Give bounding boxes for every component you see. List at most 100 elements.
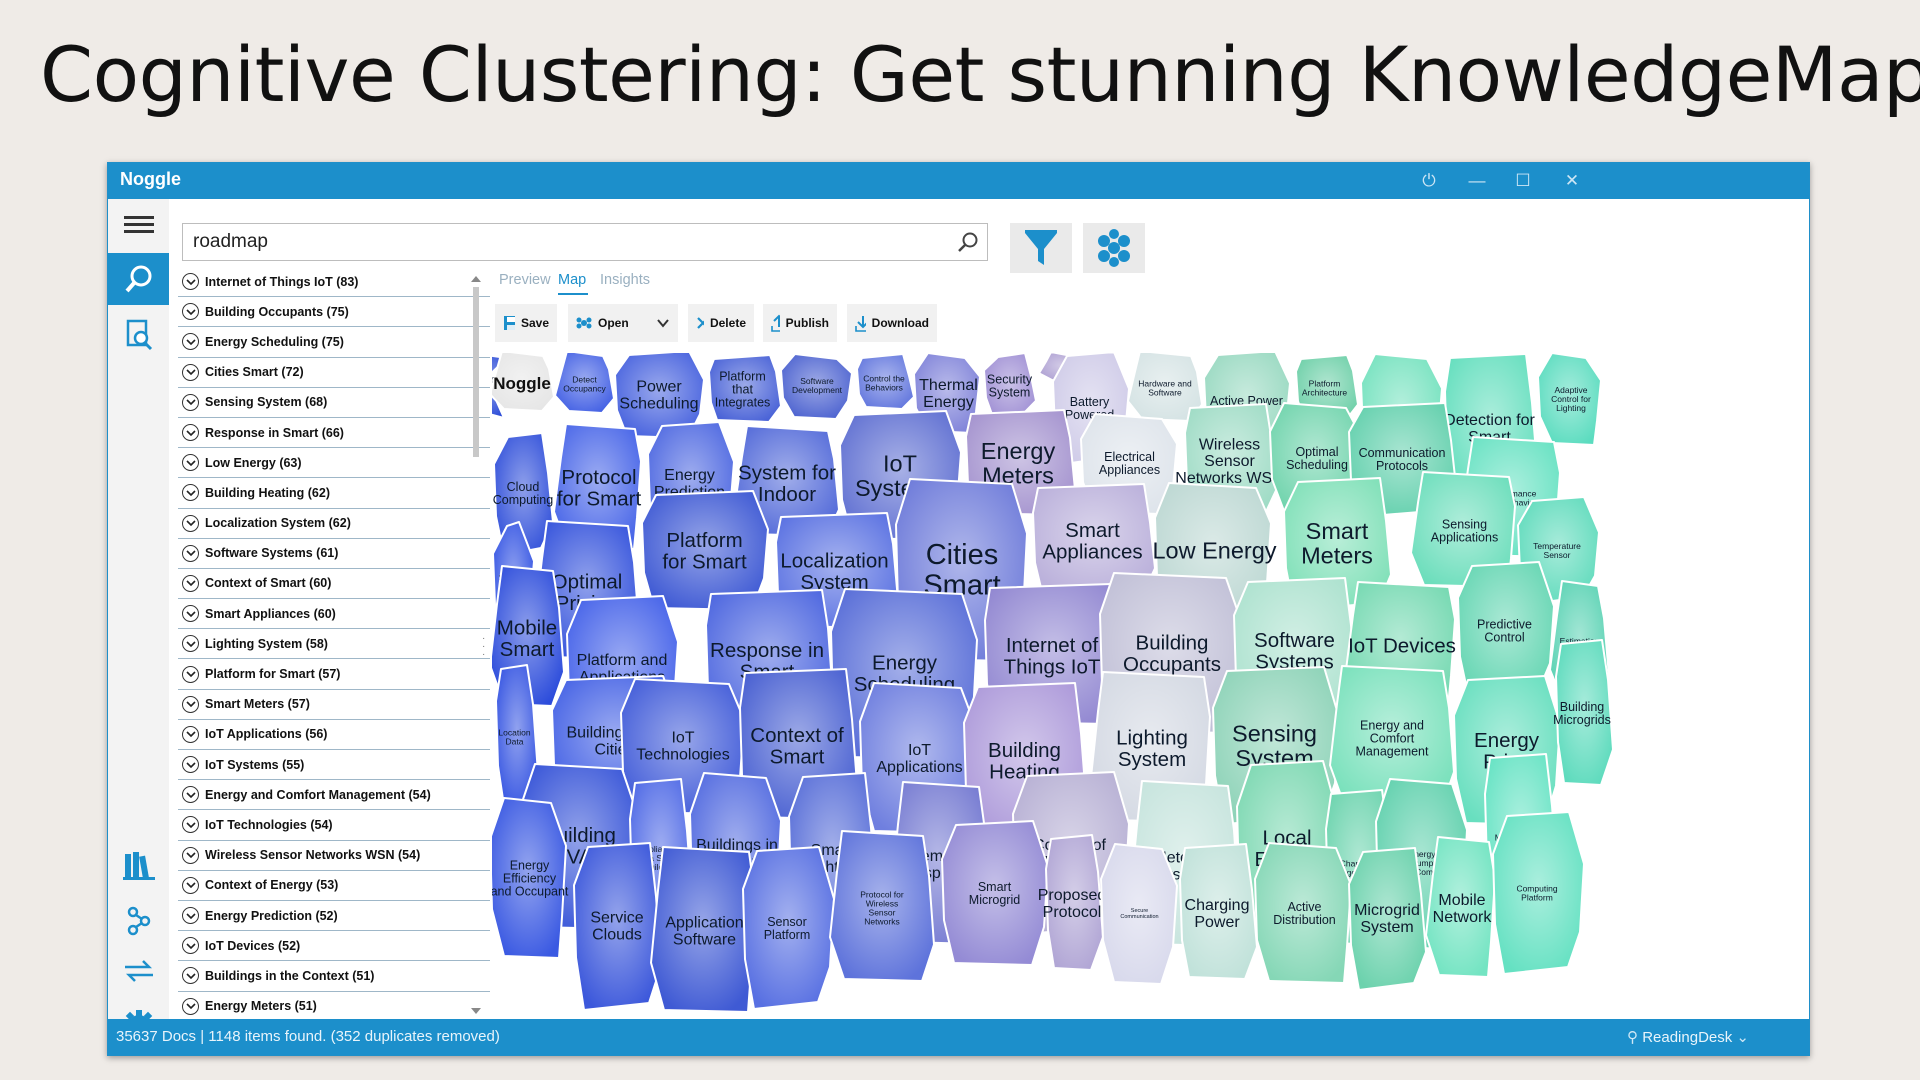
expand-chevron-icon[interactable]: [182, 816, 199, 834]
search-icon[interactable]: [957, 231, 979, 253]
topic-list-scrollbar[interactable]: [470, 275, 482, 1015]
topic-list-item[interactable]: Localization System (62): [178, 509, 490, 539]
expand-chevron-icon[interactable]: [182, 786, 199, 804]
close-icon[interactable]: ✕: [1564, 171, 1580, 190]
expand-chevron-icon[interactable]: [182, 846, 199, 864]
topic-list-item[interactable]: Context of Energy (53): [178, 871, 490, 901]
topic-list-item[interactable]: IoT Systems (55): [178, 750, 490, 781]
expand-chevron-icon[interactable]: [182, 665, 199, 683]
expand-chevron-icon[interactable]: [182, 876, 199, 894]
expand-chevron-icon[interactable]: [182, 303, 199, 321]
expand-chevron-icon[interactable]: [182, 514, 199, 532]
topic-list-item[interactable]: IoT Devices (52): [178, 931, 490, 962]
search-box[interactable]: [182, 223, 988, 261]
topic-list-item[interactable]: Cities Smart (72): [178, 358, 490, 388]
search-nav-icon[interactable]: [108, 253, 169, 305]
expand-chevron-icon[interactable]: [182, 695, 199, 713]
topic-list-item[interactable]: Context of Smart (60): [178, 569, 490, 600]
expand-chevron-icon[interactable]: [182, 333, 199, 351]
tab-preview[interactable]: Preview: [499, 272, 551, 288]
knowledge-map[interactable]: Occupants'ComfortDetectOccupancyPowerSch…: [492, 353, 1803, 1016]
splitter-handle[interactable]: ···: [482, 633, 486, 660]
topic-list-item[interactable]: IoT Applications (56): [178, 720, 490, 750]
expand-chevron-icon[interactable]: [182, 454, 199, 472]
topic-list-item[interactable]: Energy Meters (51): [178, 992, 490, 1016]
expand-chevron-icon[interactable]: [182, 544, 199, 562]
expand-chevron-icon[interactable]: [182, 424, 199, 442]
topic-list-item[interactable]: Wireless Sensor Networks WSN (54): [178, 841, 490, 871]
expand-chevron-icon[interactable]: [182, 907, 199, 925]
library-icon[interactable]: [108, 839, 169, 891]
expand-chevron-icon[interactable]: [182, 967, 199, 985]
topic-list-item[interactable]: Sensing System (68): [178, 388, 490, 418]
sync-arrows-icon[interactable]: [108, 945, 169, 997]
topic-list-item[interactable]: Energy Prediction (52): [178, 901, 490, 932]
search-input[interactable]: [191, 230, 931, 254]
topic-list-item[interactable]: Low Energy (63): [178, 448, 490, 479]
download-button[interactable]: Download: [847, 304, 937, 342]
topic-list-item[interactable]: Internet of Things IoT (83): [178, 267, 490, 298]
minimize-icon[interactable]: —: [1468, 171, 1486, 190]
topic-list-item[interactable]: Software Systems (61): [178, 539, 490, 569]
map-cluster-cell[interactable]: Noggle: [492, 353, 555, 412]
filter-button[interactable]: [1010, 223, 1072, 273]
expand-chevron-icon[interactable]: [182, 363, 199, 381]
topic-list-item[interactable]: Smart Appliances (60): [178, 599, 490, 630]
save-button[interactable]: Save: [495, 304, 557, 342]
topic-list-item[interactable]: IoT Technologies (54): [178, 810, 490, 841]
expand-chevron-icon[interactable]: [182, 605, 199, 623]
topic-list-item[interactable]: Platform for Smart (57): [178, 659, 490, 690]
tab-insights[interactable]: Insights: [600, 272, 650, 288]
topic-list-item[interactable]: Energy Scheduling (75): [178, 327, 490, 358]
workflow-icon[interactable]: [108, 895, 169, 947]
expand-chevron-icon[interactable]: [182, 574, 199, 592]
expand-chevron-icon[interactable]: [182, 937, 199, 955]
menu-icon[interactable]: [108, 199, 169, 251]
expand-chevron-icon[interactable]: [182, 725, 199, 743]
document-search-icon[interactable]: [108, 309, 169, 361]
reading-desk-label[interactable]: ⚲ ReadingDesk ⌄: [1627, 1029, 1749, 1046]
expand-chevron-icon[interactable]: [182, 273, 199, 291]
expand-chevron-icon[interactable]: [182, 393, 199, 411]
delete-button[interactable]: Delete: [688, 304, 754, 342]
topic-list-item[interactable]: Building Occupants (75): [178, 297, 490, 328]
topic-list-item[interactable]: Smart Meters (57): [178, 690, 490, 720]
topic-list-item[interactable]: Lighting System (58): [178, 629, 490, 660]
topic-list-item[interactable]: Building Heating (62): [178, 478, 490, 509]
topic-list-item[interactable]: Energy and Comfort Management (54): [178, 780, 490, 811]
cluster-map-button[interactable]: [1083, 223, 1145, 273]
expand-chevron-icon[interactable]: [182, 756, 199, 774]
maximize-icon[interactable]: ☐: [1515, 171, 1531, 190]
publish-button[interactable]: Publish: [763, 304, 837, 342]
topic-list-item[interactable]: Buildings in the Context (51): [178, 961, 490, 992]
topic-list-item[interactable]: Response in Smart (66): [178, 418, 490, 449]
